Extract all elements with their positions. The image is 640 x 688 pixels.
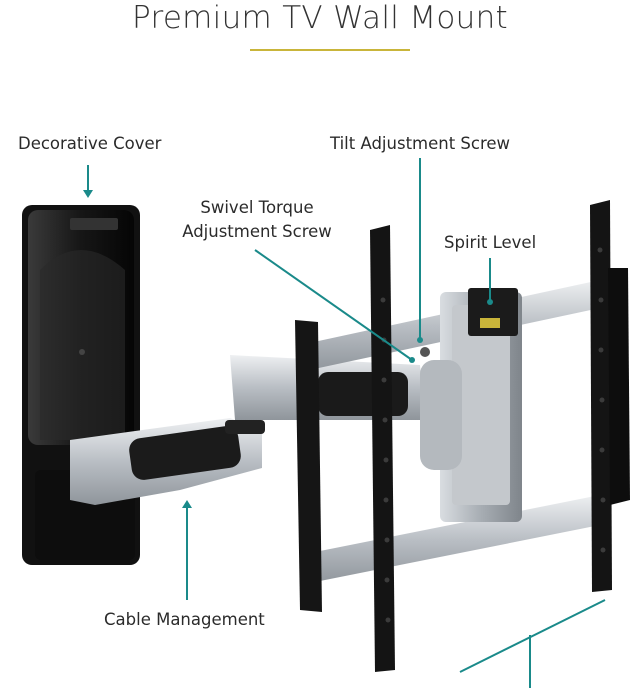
callout-decorative-cover: Decorative Cover	[18, 134, 162, 153]
title-underline	[250, 49, 410, 51]
page-title: Premium TV Wall Mount	[132, 0, 508, 36]
callout-lines	[83, 158, 606, 688]
decorative-cover	[22, 205, 140, 565]
callout-spirit-level: Spirit Level	[444, 233, 537, 252]
callout-swivel-screw: Swivel Torque Adjustment Screw	[172, 196, 342, 244]
callout-cable-management: Cable Management	[104, 610, 265, 629]
callout-swivel-line1: Swivel Torque	[200, 198, 314, 217]
tilt-bracket	[420, 288, 522, 522]
callout-swivel-line2: Adjustment Screw	[182, 222, 332, 241]
callout-tilt-screw: Tilt Adjustment Screw	[330, 134, 511, 153]
tv-brackets	[295, 200, 630, 672]
